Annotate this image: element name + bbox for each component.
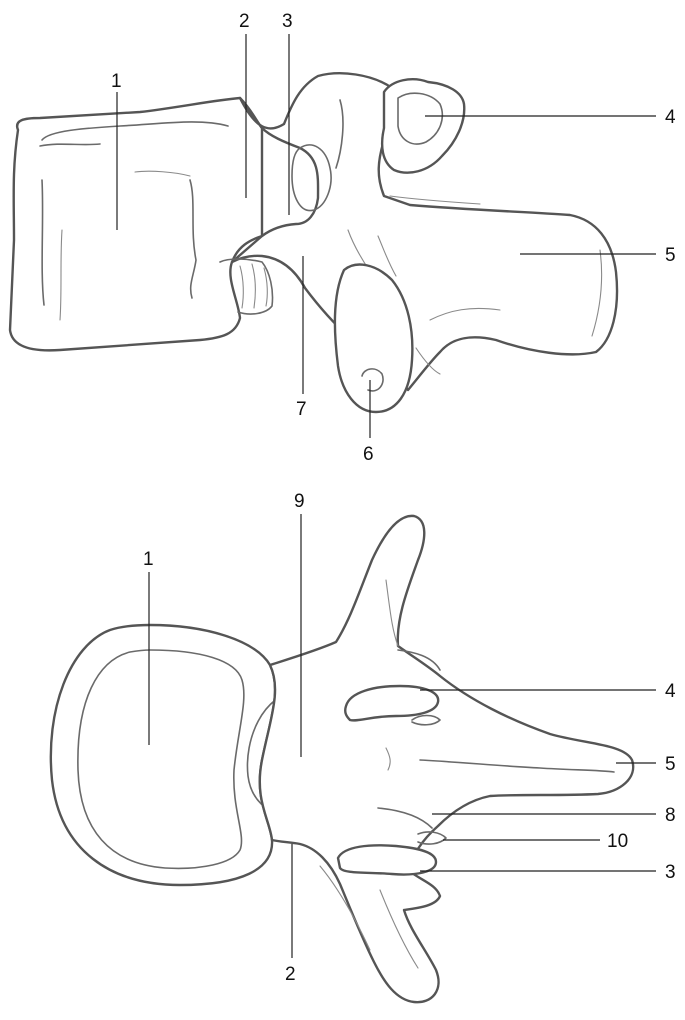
label-lat-7: 7 <box>296 399 307 420</box>
label-lat-5: 5 <box>665 245 676 266</box>
label-sup-1: 1 <box>143 549 154 570</box>
label-lat-1: 1 <box>111 71 122 92</box>
label-sup-5: 5 <box>665 754 676 775</box>
label-lat-2: 2 <box>239 11 250 32</box>
inferior-articular-facet <box>338 845 436 874</box>
superior-view <box>51 516 633 1002</box>
label-lat-3: 3 <box>282 11 293 32</box>
lateral-superior-articular-process <box>382 79 464 172</box>
label-sup-8: 8 <box>665 805 676 826</box>
label-sup-2: 2 <box>285 964 296 985</box>
label-sup-3: 3 <box>665 862 676 883</box>
label-sup-4: 4 <box>665 681 676 702</box>
label-sup-9: 9 <box>294 491 305 512</box>
label-lat-6: 6 <box>363 444 374 465</box>
label-sup-10: 10 <box>607 831 628 852</box>
lateral-view <box>10 73 617 412</box>
label-lat-4: 4 <box>665 107 676 128</box>
superior-neural-arch <box>260 516 633 1002</box>
